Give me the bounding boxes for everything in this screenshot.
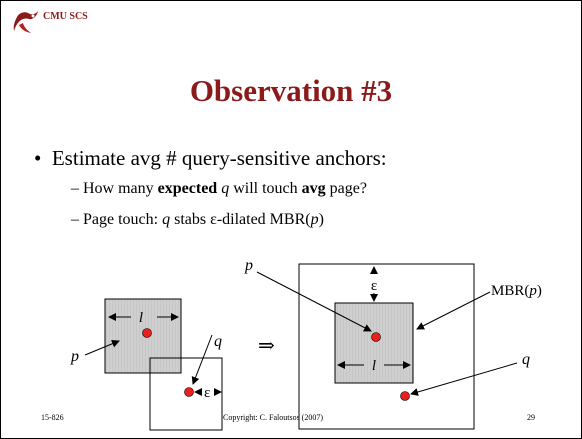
- sub2-text-a: Page touch:: [83, 211, 163, 228]
- sub1-avg: avg: [301, 180, 326, 197]
- right-eps-label: ε: [371, 278, 377, 294]
- sub2-q: q: [162, 211, 171, 228]
- implies-arrow: ⇒: [258, 335, 275, 357]
- right-mbr-box: [334, 302, 414, 384]
- mbr-suffix: ): [537, 283, 542, 299]
- left-q-dot: [184, 387, 194, 397]
- right-q-label: q: [522, 351, 530, 368]
- mbr-p: p: [528, 283, 537, 299]
- right-p-arrow: [256, 271, 372, 332]
- left-dilated-box: [149, 357, 223, 431]
- slide-title: Observation #3: [189, 73, 393, 108]
- sub1-expected: expected: [157, 180, 218, 197]
- sub2-p: p: [310, 211, 319, 228]
- left-q-arrow: [191, 334, 213, 385]
- left-l-label: l: [139, 310, 143, 326]
- footer-copyright: Copyright: C. Faloutsos (2007): [223, 413, 324, 422]
- bullet-dot: •: [34, 146, 52, 170]
- sub1-text-f: page?: [325, 180, 367, 197]
- sub1-q: q: [217, 180, 230, 197]
- left-p-label: p: [70, 348, 79, 365]
- footer-page-number: 29: [527, 413, 535, 422]
- right-dilated-box: [298, 263, 475, 430]
- sub1-text-a: How many: [83, 180, 158, 197]
- sub1-text-d: will touch: [229, 180, 302, 197]
- left-eps-label: ε: [204, 385, 210, 401]
- sub-dash: –: [71, 211, 83, 228]
- left-p-dot: [142, 328, 152, 338]
- left-p-arrow: [84, 339, 120, 356]
- org-label: CMU SCS: [43, 11, 88, 22]
- right-l-label: l: [372, 358, 376, 374]
- sub2-text-c: stabs ε-dilated MBR(: [170, 211, 311, 228]
- bullet-main: • Estimate avg # query-sensitive anchors…: [34, 146, 387, 171]
- footer-course: 15-826: [41, 413, 64, 422]
- right-p-dot: [371, 332, 381, 342]
- sub-bullet-2: – Page touch: q stabs ε-dilated MBR(p): [71, 211, 324, 229]
- right-mbr-arrow: [416, 291, 491, 330]
- sub-bullet-1: – How many expected q will touch avg pag…: [71, 180, 367, 198]
- sub2-text-e: ): [318, 211, 324, 228]
- dragon-logo-icon: [13, 11, 39, 33]
- left-mbr-box: [104, 298, 182, 374]
- right-q-dot: [400, 391, 410, 401]
- right-p-label: p: [244, 257, 253, 274]
- right-q-arrow: [410, 362, 518, 396]
- right-mbr-label: MBR(p): [491, 283, 542, 299]
- mbr-prefix: MBR(: [491, 283, 529, 299]
- sub-dash: –: [71, 180, 83, 197]
- bullet-main-text: Estimate avg # query-sensitive anchors:: [51, 146, 387, 170]
- left-q-label: q: [214, 333, 222, 350]
- mbr-diagram: l p q ε ⇒ ε p l MBR(p) q: [70, 257, 542, 431]
